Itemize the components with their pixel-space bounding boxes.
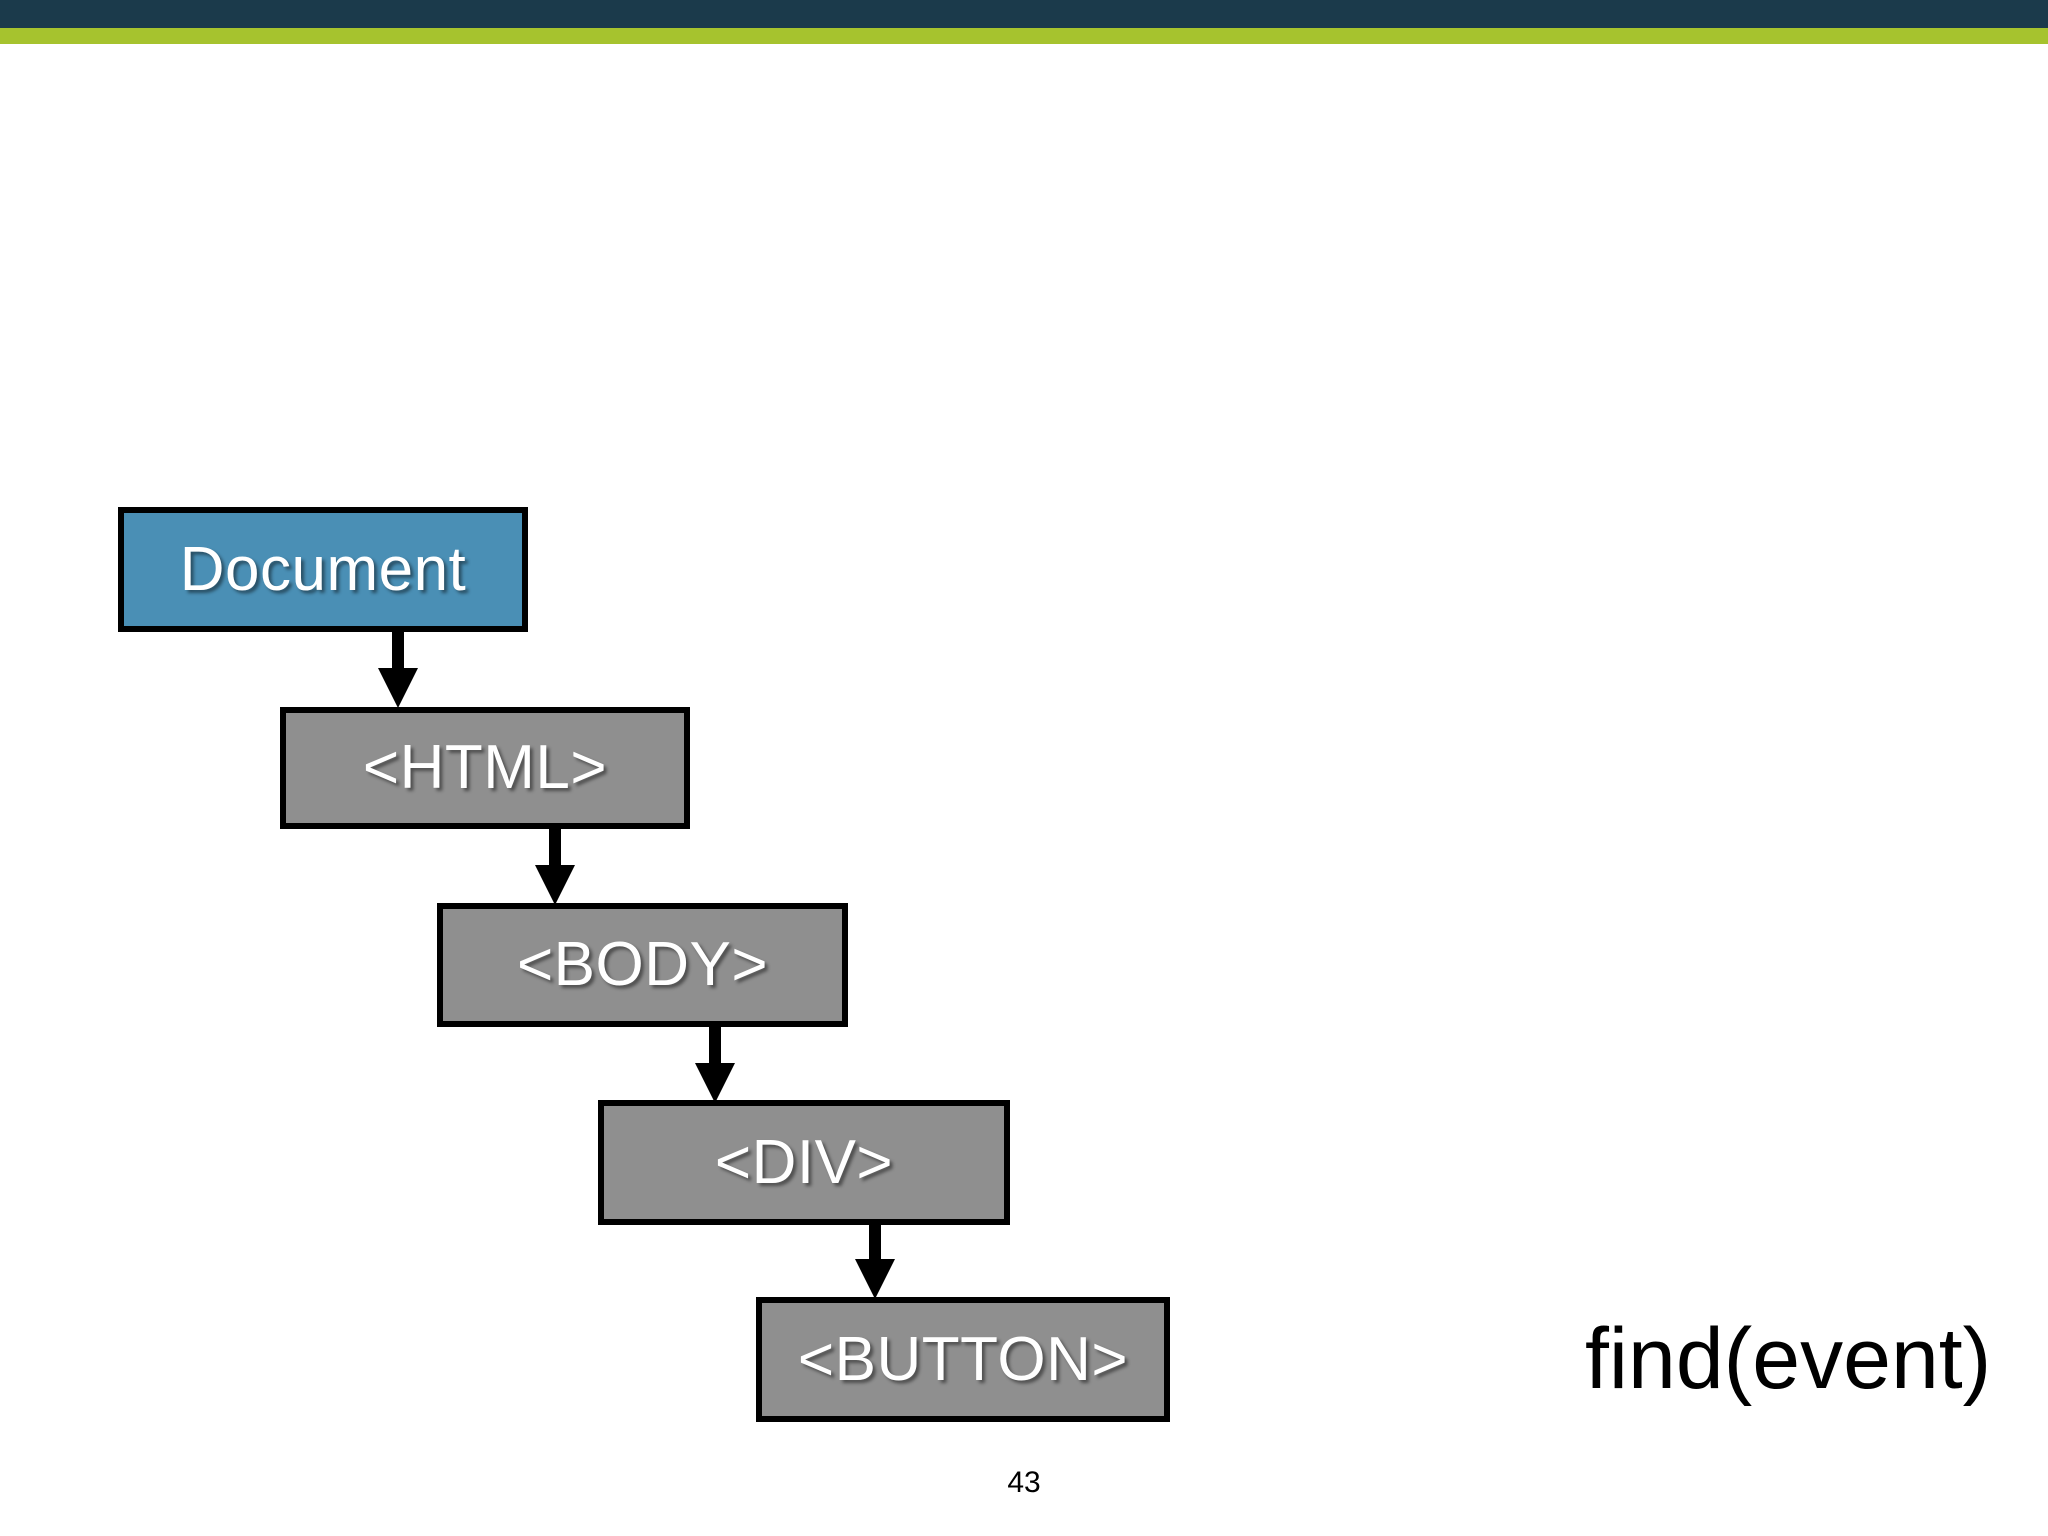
diagram-arrow-html-to-body	[535, 825, 575, 905]
header-accent-bar-green	[0, 28, 2048, 44]
arrow-head-down-icon	[378, 668, 418, 708]
diagram-node-label: <HTML>	[362, 733, 608, 802]
diagram-node-body: <BODY>	[437, 903, 848, 1027]
diagram-node-label: Document	[179, 534, 467, 604]
diagram-node-label: <BUTTON>	[797, 1324, 1129, 1394]
arrow-head-down-icon	[855, 1259, 895, 1299]
arrow-stem	[549, 825, 561, 867]
find-event-caption: find(event)	[1585, 1311, 1992, 1407]
diagram-node-label: <BODY>	[516, 930, 769, 999]
diagram-arrow-document-to-html	[378, 628, 418, 708]
diagram-node-label: <DIV>	[714, 1127, 894, 1197]
arrow-head-down-icon	[535, 865, 575, 905]
diagram-arrow-body-to-div	[695, 1023, 735, 1103]
slide-number: 43	[1007, 1466, 1041, 1499]
arrow-stem	[869, 1221, 881, 1261]
diagram-node-html: <HTML>	[280, 707, 690, 829]
arrow-head-down-icon	[695, 1063, 735, 1103]
arrow-stem	[392, 628, 404, 670]
diagram-node-div: <DIV>	[598, 1100, 1010, 1225]
diagram-node-button: <BUTTON>	[756, 1297, 1170, 1422]
arrow-stem	[709, 1023, 721, 1065]
diagram-node-document: Document	[118, 507, 528, 632]
header-accent-bar-dark	[0, 0, 2048, 28]
diagram-arrow-div-to-button	[855, 1221, 895, 1299]
